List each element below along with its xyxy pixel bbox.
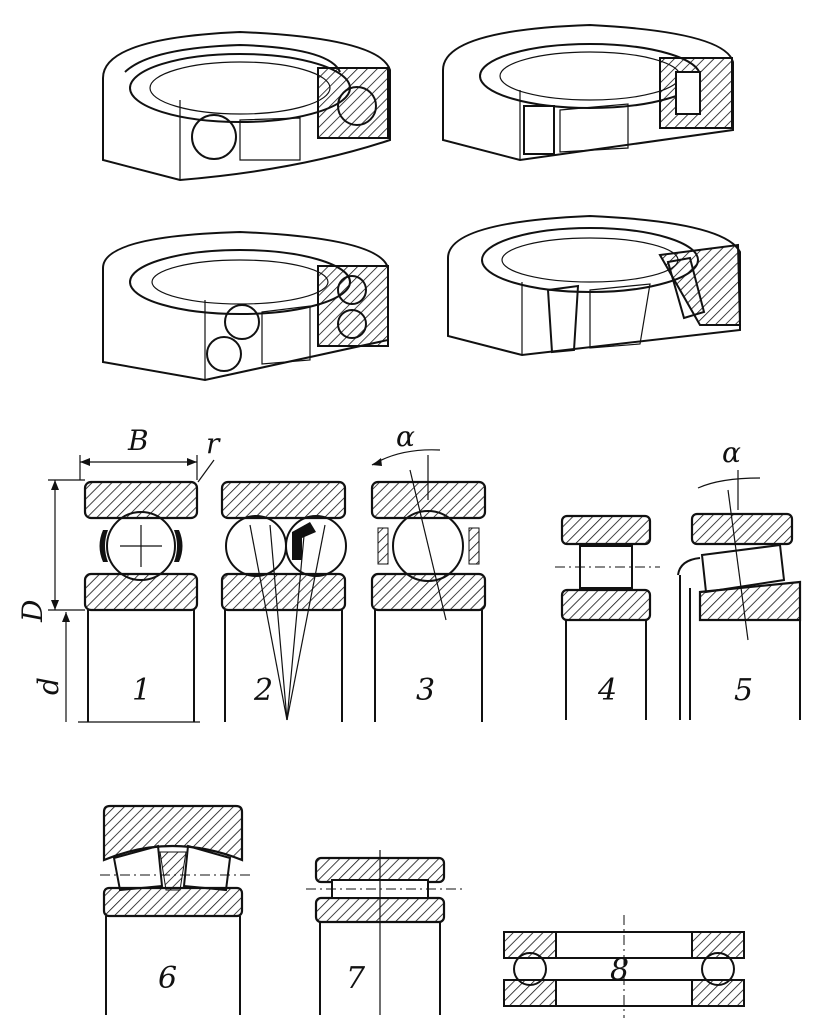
section-deep-groove-ball-bearing: 1 <box>78 480 200 723</box>
dimension-annotations: B r D d <box>16 424 221 722</box>
isometric-cylindrical-roller-bearing <box>442 23 734 162</box>
bearing-number-1: 1 <box>132 673 151 708</box>
bearing-number-8: 8 <box>610 953 629 988</box>
bearing-number-6: 6 <box>158 961 177 996</box>
contact-angle-alpha-3: α <box>396 420 415 453</box>
section-spherical-roller-bearing: 6 <box>100 804 250 1015</box>
section-thrust-ball-bearing: 8 <box>503 915 745 1018</box>
bearing-number-7: 7 <box>346 961 366 996</box>
section-self-aligning-ball-bearing: 2 <box>220 480 347 722</box>
section-angular-contact-ball-bearing: α 3 <box>370 420 487 722</box>
bearing-number-3: 3 <box>416 673 435 708</box>
isometric-deep-groove-ball-bearing <box>102 30 391 182</box>
width-symbol-B: B <box>127 424 149 457</box>
section-needle-roller-bearing: 7 <box>306 850 462 1015</box>
bearing-number-4: 4 <box>597 673 617 708</box>
section-cylindrical-roller-bearing: 4 <box>555 514 660 720</box>
radius-symbol-r: r <box>206 427 221 460</box>
bearing-number-5: 5 <box>734 673 753 708</box>
contact-angle-alpha-5: α <box>722 436 741 469</box>
bore-diameter-symbol-d: d <box>32 677 65 695</box>
bearing-number-2: 2 <box>253 673 273 708</box>
outer-diameter-symbol-D: D <box>16 600 49 623</box>
isometric-self-aligning-ball-bearing <box>102 230 389 382</box>
isometric-tapered-roller-bearing <box>447 214 742 357</box>
section-tapered-roller-bearing: α 5 <box>677 436 802 720</box>
